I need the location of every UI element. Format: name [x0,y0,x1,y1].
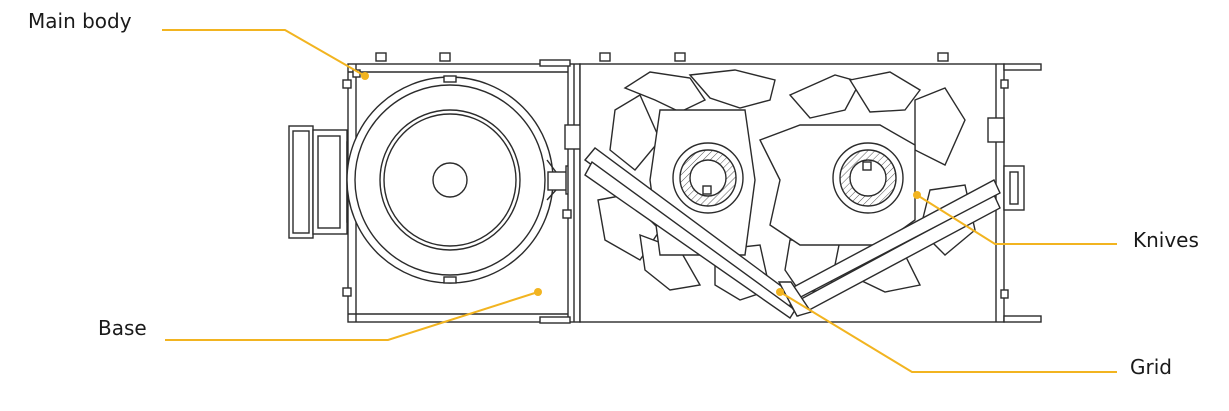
callout-dot-main-body [361,72,369,80]
callout-dot-knives [913,191,921,199]
label-knives: Knives [1133,228,1199,252]
label-main-body: Main body [28,9,132,33]
drive-wheel [346,75,579,284]
machine-drawing [288,52,1042,324]
callout-line-main-body [162,29,366,77]
grid [583,147,1001,319]
callout-dot-base [534,288,542,296]
callout-lines [162,29,1117,373]
callout-dot-grid [776,288,784,296]
label-base: Base [98,316,147,340]
shaft-left [672,142,744,214]
callout-line-knives [916,194,1117,245]
shaft-right [832,142,904,214]
callout-line-base [165,291,539,341]
callout-line-grid [779,291,1117,373]
label-grid: Grid [1130,355,1172,379]
callout-dots [361,72,921,296]
